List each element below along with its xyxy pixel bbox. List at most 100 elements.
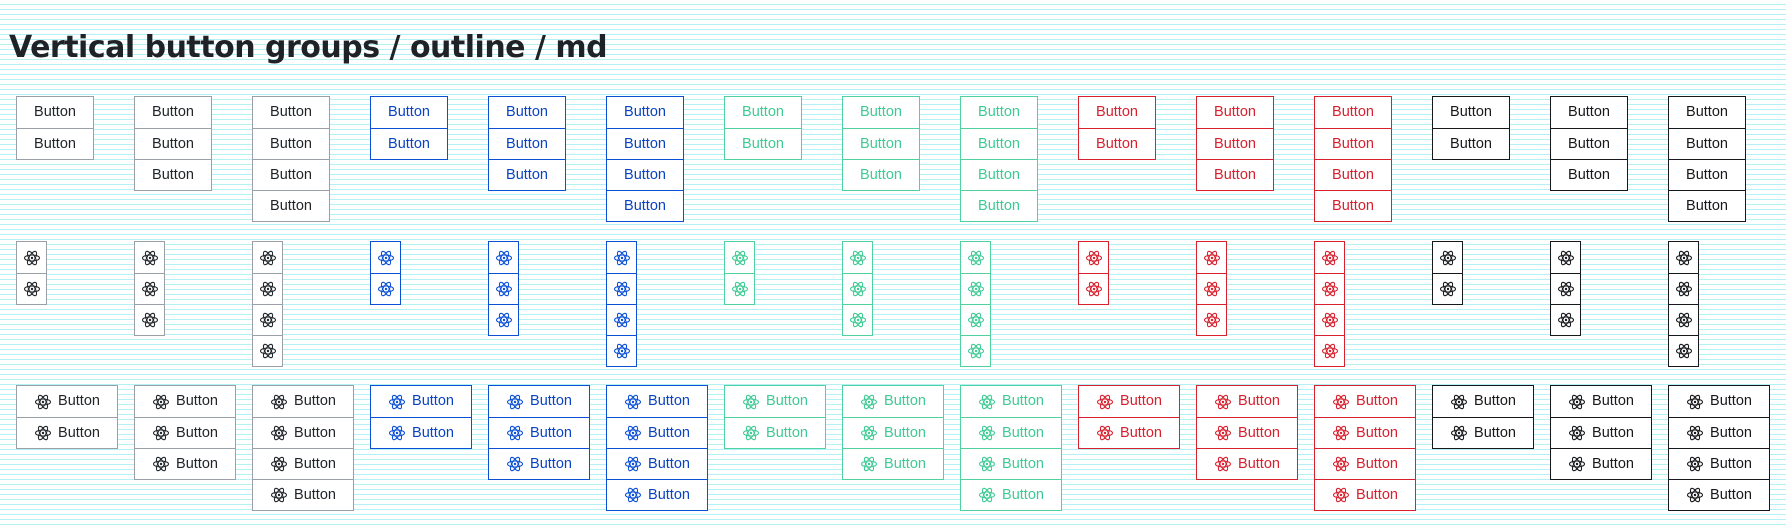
button[interactable]: Button [607,128,683,159]
button[interactable] [843,242,872,273]
button[interactable]: Button [725,386,825,417]
button[interactable]: Button [1551,448,1651,479]
button[interactable]: Button [1551,417,1651,448]
button[interactable]: Button [961,97,1037,128]
button[interactable]: Button [1315,448,1415,479]
button[interactable] [253,242,282,273]
button[interactable] [253,304,282,335]
button[interactable]: Button [1551,159,1627,190]
button[interactable]: Button [17,128,93,159]
button[interactable] [1433,242,1462,273]
button[interactable]: Button [607,386,707,417]
button[interactable]: Button [1669,479,1769,510]
button[interactable]: Button [961,479,1061,510]
button[interactable]: Button [489,159,565,190]
button[interactable]: Button [1551,128,1627,159]
button[interactable] [1551,273,1580,304]
button[interactable] [961,242,990,273]
button[interactable] [1551,304,1580,335]
button[interactable]: Button [607,97,683,128]
button[interactable]: Button [253,128,329,159]
button[interactable] [607,242,636,273]
button[interactable]: Button [843,386,943,417]
button[interactable] [1315,335,1344,366]
button[interactable]: Button [1669,128,1745,159]
button[interactable] [1315,273,1344,304]
button[interactable]: Button [607,448,707,479]
button[interactable]: Button [1197,97,1273,128]
button[interactable]: Button [1079,97,1155,128]
button[interactable]: Button [1079,417,1179,448]
button[interactable]: Button [371,386,471,417]
button[interactable]: Button [961,386,1061,417]
button[interactable] [1551,242,1580,273]
button[interactable]: Button [253,417,353,448]
button[interactable]: Button [961,190,1037,221]
button[interactable]: Button [1197,448,1297,479]
button[interactable]: Button [961,128,1037,159]
button[interactable]: Button [1197,159,1273,190]
button[interactable] [135,304,164,335]
button[interactable] [1669,304,1698,335]
button[interactable] [1433,273,1462,304]
button[interactable]: Button [489,386,589,417]
button[interactable]: Button [607,417,707,448]
button[interactable]: Button [253,159,329,190]
button[interactable] [725,242,754,273]
button[interactable]: Button [961,448,1061,479]
button[interactable] [253,273,282,304]
button[interactable] [17,242,46,273]
button[interactable]: Button [253,386,353,417]
button[interactable]: Button [607,479,707,510]
button[interactable]: Button [843,97,919,128]
button[interactable]: Button [1669,159,1745,190]
button[interactable]: Button [1433,97,1509,128]
button[interactable]: Button [135,386,235,417]
button[interactable] [1197,273,1226,304]
button[interactable]: Button [1315,386,1415,417]
button[interactable]: Button [135,159,211,190]
button[interactable]: Button [843,159,919,190]
button[interactable]: Button [135,417,235,448]
button[interactable]: Button [843,448,943,479]
button[interactable]: Button [253,479,353,510]
button[interactable]: Button [1669,448,1769,479]
button[interactable]: Button [17,417,117,448]
button[interactable]: Button [489,417,589,448]
button[interactable] [371,273,400,304]
button[interactable]: Button [1551,386,1651,417]
button[interactable] [725,273,754,304]
button[interactable]: Button [371,417,471,448]
button[interactable]: Button [1669,97,1745,128]
button[interactable] [961,304,990,335]
button[interactable] [843,304,872,335]
button[interactable]: Button [725,97,801,128]
button[interactable]: Button [17,386,117,417]
button[interactable]: Button [1315,190,1391,221]
button[interactable]: Button [489,128,565,159]
button[interactable] [1079,242,1108,273]
button[interactable]: Button [17,97,93,128]
button[interactable]: Button [1197,386,1297,417]
button[interactable]: Button [489,97,565,128]
button[interactable]: Button [135,128,211,159]
button[interactable] [17,273,46,304]
button[interactable]: Button [1669,417,1769,448]
button[interactable]: Button [253,97,329,128]
button[interactable] [607,335,636,366]
button[interactable]: Button [1669,386,1769,417]
button[interactable] [135,273,164,304]
button[interactable]: Button [961,159,1037,190]
button[interactable]: Button [1551,97,1627,128]
button[interactable]: Button [1315,479,1415,510]
button[interactable]: Button [1197,417,1297,448]
button[interactable]: Button [725,417,825,448]
button[interactable] [1079,273,1108,304]
button[interactable] [1669,335,1698,366]
button[interactable]: Button [725,128,801,159]
button[interactable]: Button [135,448,235,479]
button[interactable]: Button [1079,386,1179,417]
button[interactable]: Button [1197,128,1273,159]
button[interactable] [843,273,872,304]
button[interactable] [489,304,518,335]
